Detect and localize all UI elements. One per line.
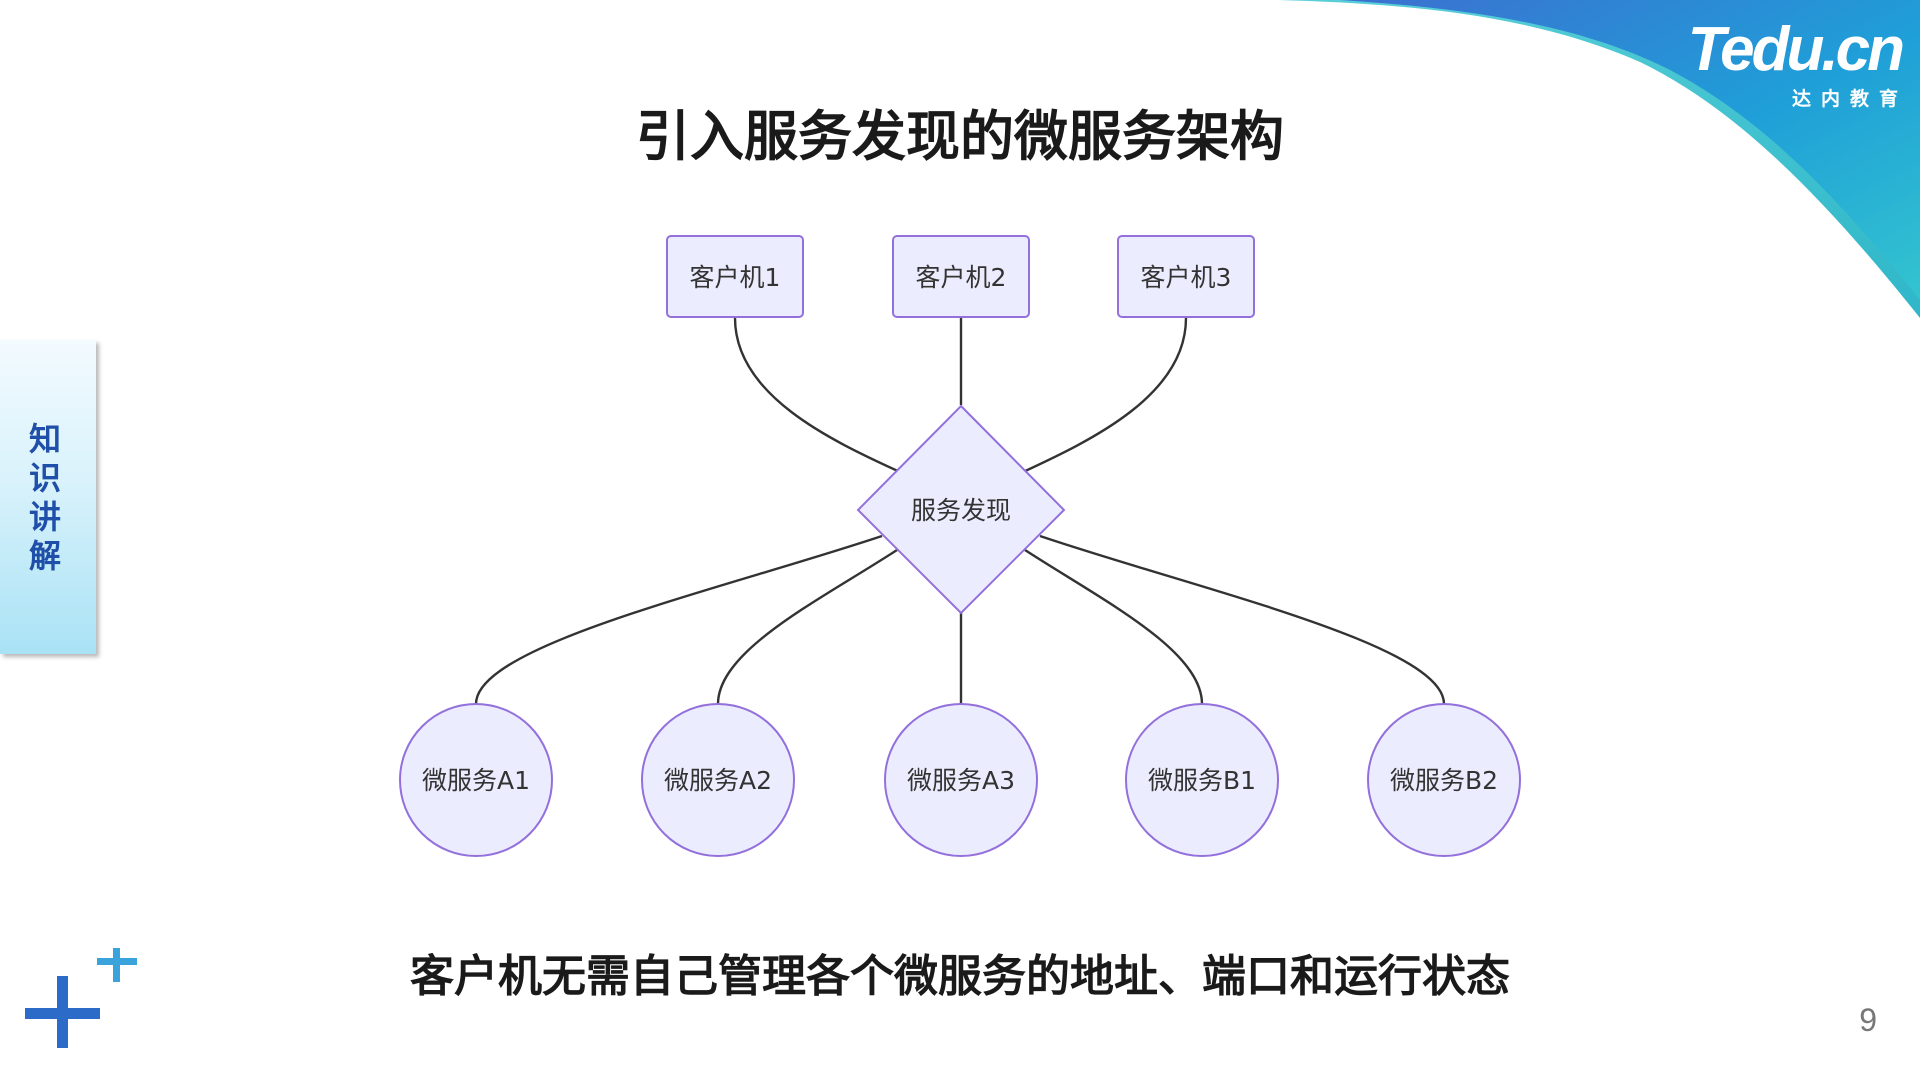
discovery-node-label: 服务发现 <box>911 496 1011 525</box>
slide-title: 引入服务发现的微服务架构 <box>636 105 1284 168</box>
edge-client1-discovery <box>733 317 901 474</box>
client-node-2-label: 客户机2 <box>916 263 1007 292</box>
service-node-b1: 微服务B1 <box>1125 703 1279 857</box>
service-nodes: 微服务A1 微服务A2 微服务A3 微服务B1 微服务B2 <box>399 703 1521 857</box>
section-tab: 知识讲解 <box>0 340 96 654</box>
service-node-b2-label: 微服务B2 <box>1390 766 1498 795</box>
service-node-a2-label: 微服务A2 <box>664 766 772 795</box>
client-node-1: 客户机1 <box>666 235 804 318</box>
edge-discovery-svcA2 <box>716 548 898 705</box>
service-node-a2: 微服务A2 <box>641 703 795 857</box>
diagram-edges <box>474 317 1446 705</box>
edge-discovery-svcB2 <box>1039 534 1446 705</box>
plus-decoration-icon <box>25 948 137 1048</box>
client-node-3-label: 客户机3 <box>1141 263 1232 292</box>
edge-discovery-svcB1 <box>1024 548 1204 705</box>
page-number: 9 <box>1859 1002 1877 1038</box>
brand-swoosh <box>1278 0 1920 318</box>
tedu-logo: Tedu.cn 达内教育 <box>1687 15 1905 111</box>
service-node-a1-label: 微服务A1 <box>422 766 530 795</box>
client-nodes: 客户机1 客户机2 客户机3 <box>666 235 1255 318</box>
service-node-a1: 微服务A1 <box>399 703 553 857</box>
section-tab-label: 知识讲解 <box>28 420 61 575</box>
service-node-b2: 微服务B2 <box>1367 703 1521 857</box>
edge-discovery-svcA1 <box>474 534 883 705</box>
client-node-2: 客户机2 <box>892 235 1030 318</box>
client-node-1-label: 客户机1 <box>690 263 781 292</box>
service-node-b1-label: 微服务B1 <box>1148 766 1256 795</box>
client-node-3: 客户机3 <box>1117 235 1255 318</box>
logo-wordmark: Tedu.cn <box>1687 15 1905 84</box>
logo-subtext: 达内教育 <box>1791 88 1908 110</box>
edge-client3-discovery <box>1022 317 1188 474</box>
slide-caption: 客户机无需自己管理各个微服务的地址、端口和运行状态 <box>410 951 1510 1002</box>
service-node-a3: 微服务A3 <box>884 703 1038 857</box>
discovery-node: 服务发现 <box>856 404 1066 615</box>
service-node-a3-label: 微服务A3 <box>907 766 1015 795</box>
